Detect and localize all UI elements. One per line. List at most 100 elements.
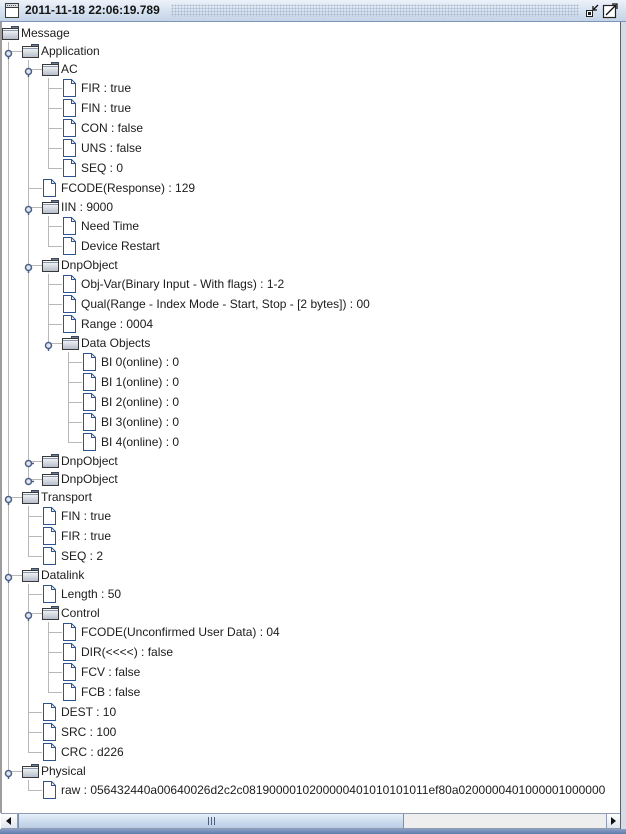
tree-node-leaf[interactable]: Need Time [2, 216, 620, 236]
tree-connector-line [48, 88, 62, 89]
folder-icon [22, 764, 39, 783]
folder-icon [42, 200, 59, 219]
tree-node-leaf[interactable]: Device Restart [2, 236, 620, 256]
node-label: FIN : true [61, 509, 112, 523]
expanded-toggle-icon[interactable] [23, 202, 34, 215]
horizontal-scrollbar[interactable] [1, 813, 620, 829]
tree-node-leaf[interactable]: Obj-Var(Binary Input - With flags) : 1-2 [2, 274, 620, 294]
maximize-button[interactable] [602, 2, 618, 19]
tree-node-folder[interactable]: Data Objects [2, 334, 620, 352]
tree-node-leaf[interactable]: BI 0(online) : 0 [2, 352, 620, 372]
tree-node-folder[interactable]: DnpObject [2, 470, 620, 488]
tree-node-leaf[interactable]: FIR : true [2, 78, 620, 98]
tree-node-folder[interactable]: Message [2, 24, 620, 42]
tree-connector-line [28, 790, 42, 791]
folder-icon [62, 336, 79, 355]
tree-node-leaf[interactable]: FIN : true [2, 506, 620, 526]
tree-node-folder[interactable]: Physical [2, 762, 620, 780]
file-icon [63, 275, 76, 298]
file-icon [63, 623, 76, 646]
tree-node-leaf[interactable]: DEST : 10 [2, 702, 620, 722]
tree-node-folder[interactable]: DnpObject [2, 452, 620, 470]
file-icon [63, 683, 76, 706]
node-label: AC [61, 62, 78, 76]
tree-guide-vertical [48, 274, 49, 344]
node-label: Range : 0004 [81, 317, 154, 331]
tree-connector-line [68, 422, 82, 423]
expanded-toggle-icon[interactable] [43, 338, 54, 351]
tree-node-leaf[interactable]: SEQ : 2 [2, 546, 620, 566]
tree-connector-line [28, 594, 42, 595]
tree-node-leaf[interactable]: SRC : 100 [2, 722, 620, 742]
iconify-button[interactable] [584, 2, 600, 19]
tree-node-leaf[interactable]: FCODE(Unconfirmed User Data) : 04 [2, 622, 620, 642]
file-icon [43, 743, 56, 766]
tree-guide-vertical [48, 216, 49, 247]
window-icon [5, 3, 19, 18]
scrollbar-track[interactable] [18, 814, 606, 828]
tree-node-folder[interactable]: Datalink [2, 566, 620, 584]
expanded-toggle-icon[interactable] [23, 608, 34, 621]
folder-icon [22, 568, 39, 587]
scrollbar-thumb[interactable] [18, 814, 404, 828]
tree-node-leaf[interactable]: raw : 056432440a00640026d2c2c08190000102… [2, 780, 620, 800]
scroll-right-button[interactable] [606, 814, 620, 828]
expanded-toggle-icon[interactable] [3, 570, 14, 583]
tree-node-leaf[interactable]: SEQ : 0 [2, 158, 620, 178]
tree-connector-line [68, 382, 82, 383]
tree-node-folder[interactable]: Control [2, 604, 620, 622]
scroll-left-button[interactable] [1, 814, 18, 828]
arrow-right-icon [611, 817, 616, 825]
tree-node-leaf[interactable]: BI 2(online) : 0 [2, 392, 620, 412]
tree-node-leaf[interactable]: DIR(<<<<) : false [2, 642, 620, 662]
tree-node-leaf[interactable]: FCV : false [2, 662, 620, 682]
tree-node-folder[interactable]: AC [2, 60, 620, 78]
node-label: BI 2(online) : 0 [101, 395, 180, 409]
tree-node-leaf[interactable]: CON : false [2, 118, 620, 138]
window-frame-right [620, 22, 626, 834]
tree-node-folder[interactable]: Transport [2, 488, 620, 506]
node-label: Control [61, 606, 100, 620]
collapsed-toggle-icon[interactable] [23, 474, 34, 486]
node-label: SRC : 100 [61, 725, 117, 739]
tree-node-folder[interactable]: DnpObject [2, 256, 620, 274]
collapsed-toggle-icon[interactable] [23, 456, 34, 468]
expanded-toggle-icon[interactable] [23, 260, 34, 273]
title-bar[interactable]: 2011-11-18 22:06:19.789 [0, 0, 626, 22]
folder-icon [22, 490, 39, 509]
iconify-icon [586, 4, 599, 17]
node-label: FIR : true [61, 529, 112, 543]
tree-node-leaf[interactable]: BI 4(online) : 0 [2, 432, 620, 452]
file-icon [63, 99, 76, 122]
expanded-toggle-icon[interactable] [3, 492, 14, 505]
node-label: Transport [41, 490, 92, 504]
file-icon [63, 295, 76, 318]
tree-node-leaf[interactable]: FCODE(Response) : 129 [2, 178, 620, 198]
tree-node-leaf[interactable]: FCB : false [2, 682, 620, 702]
tree-connector-line [68, 402, 82, 403]
file-icon [63, 663, 76, 686]
node-label: BI 0(online) : 0 [101, 355, 180, 369]
tree-node-leaf[interactable]: Length : 50 [2, 584, 620, 604]
tree-node-leaf[interactable]: Range : 0004 [2, 314, 620, 334]
expanded-toggle-icon[interactable] [3, 766, 14, 779]
tree-node-leaf[interactable]: UNS : false [2, 138, 620, 158]
node-label: DnpObject [61, 454, 118, 468]
tree-node-leaf[interactable]: CRC : d226 [2, 742, 620, 762]
tree-connector-line [48, 108, 62, 109]
expanded-toggle-icon[interactable] [23, 64, 34, 77]
tree-connector-line [28, 536, 42, 537]
tree-guide-vertical [28, 506, 29, 557]
tree-connector-line [28, 207, 42, 208]
expanded-toggle-icon[interactable] [3, 46, 14, 59]
tree-node-leaf[interactable]: FIN : true [2, 98, 620, 118]
tree-node-leaf[interactable]: FIR : true [2, 526, 620, 546]
tree-node-leaf[interactable]: BI 3(online) : 0 [2, 412, 620, 432]
tree-node-leaf[interactable]: Qual(Range - Index Mode - Start, Stop - … [2, 294, 620, 314]
node-label: FCODE(Unconfirmed User Data) : 04 [81, 625, 280, 639]
tree-node-leaf[interactable]: BI 1(online) : 0 [2, 372, 620, 392]
tree-node-folder[interactable]: Application [2, 42, 620, 60]
tree-node-folder[interactable]: IIN : 9000 [2, 198, 620, 216]
